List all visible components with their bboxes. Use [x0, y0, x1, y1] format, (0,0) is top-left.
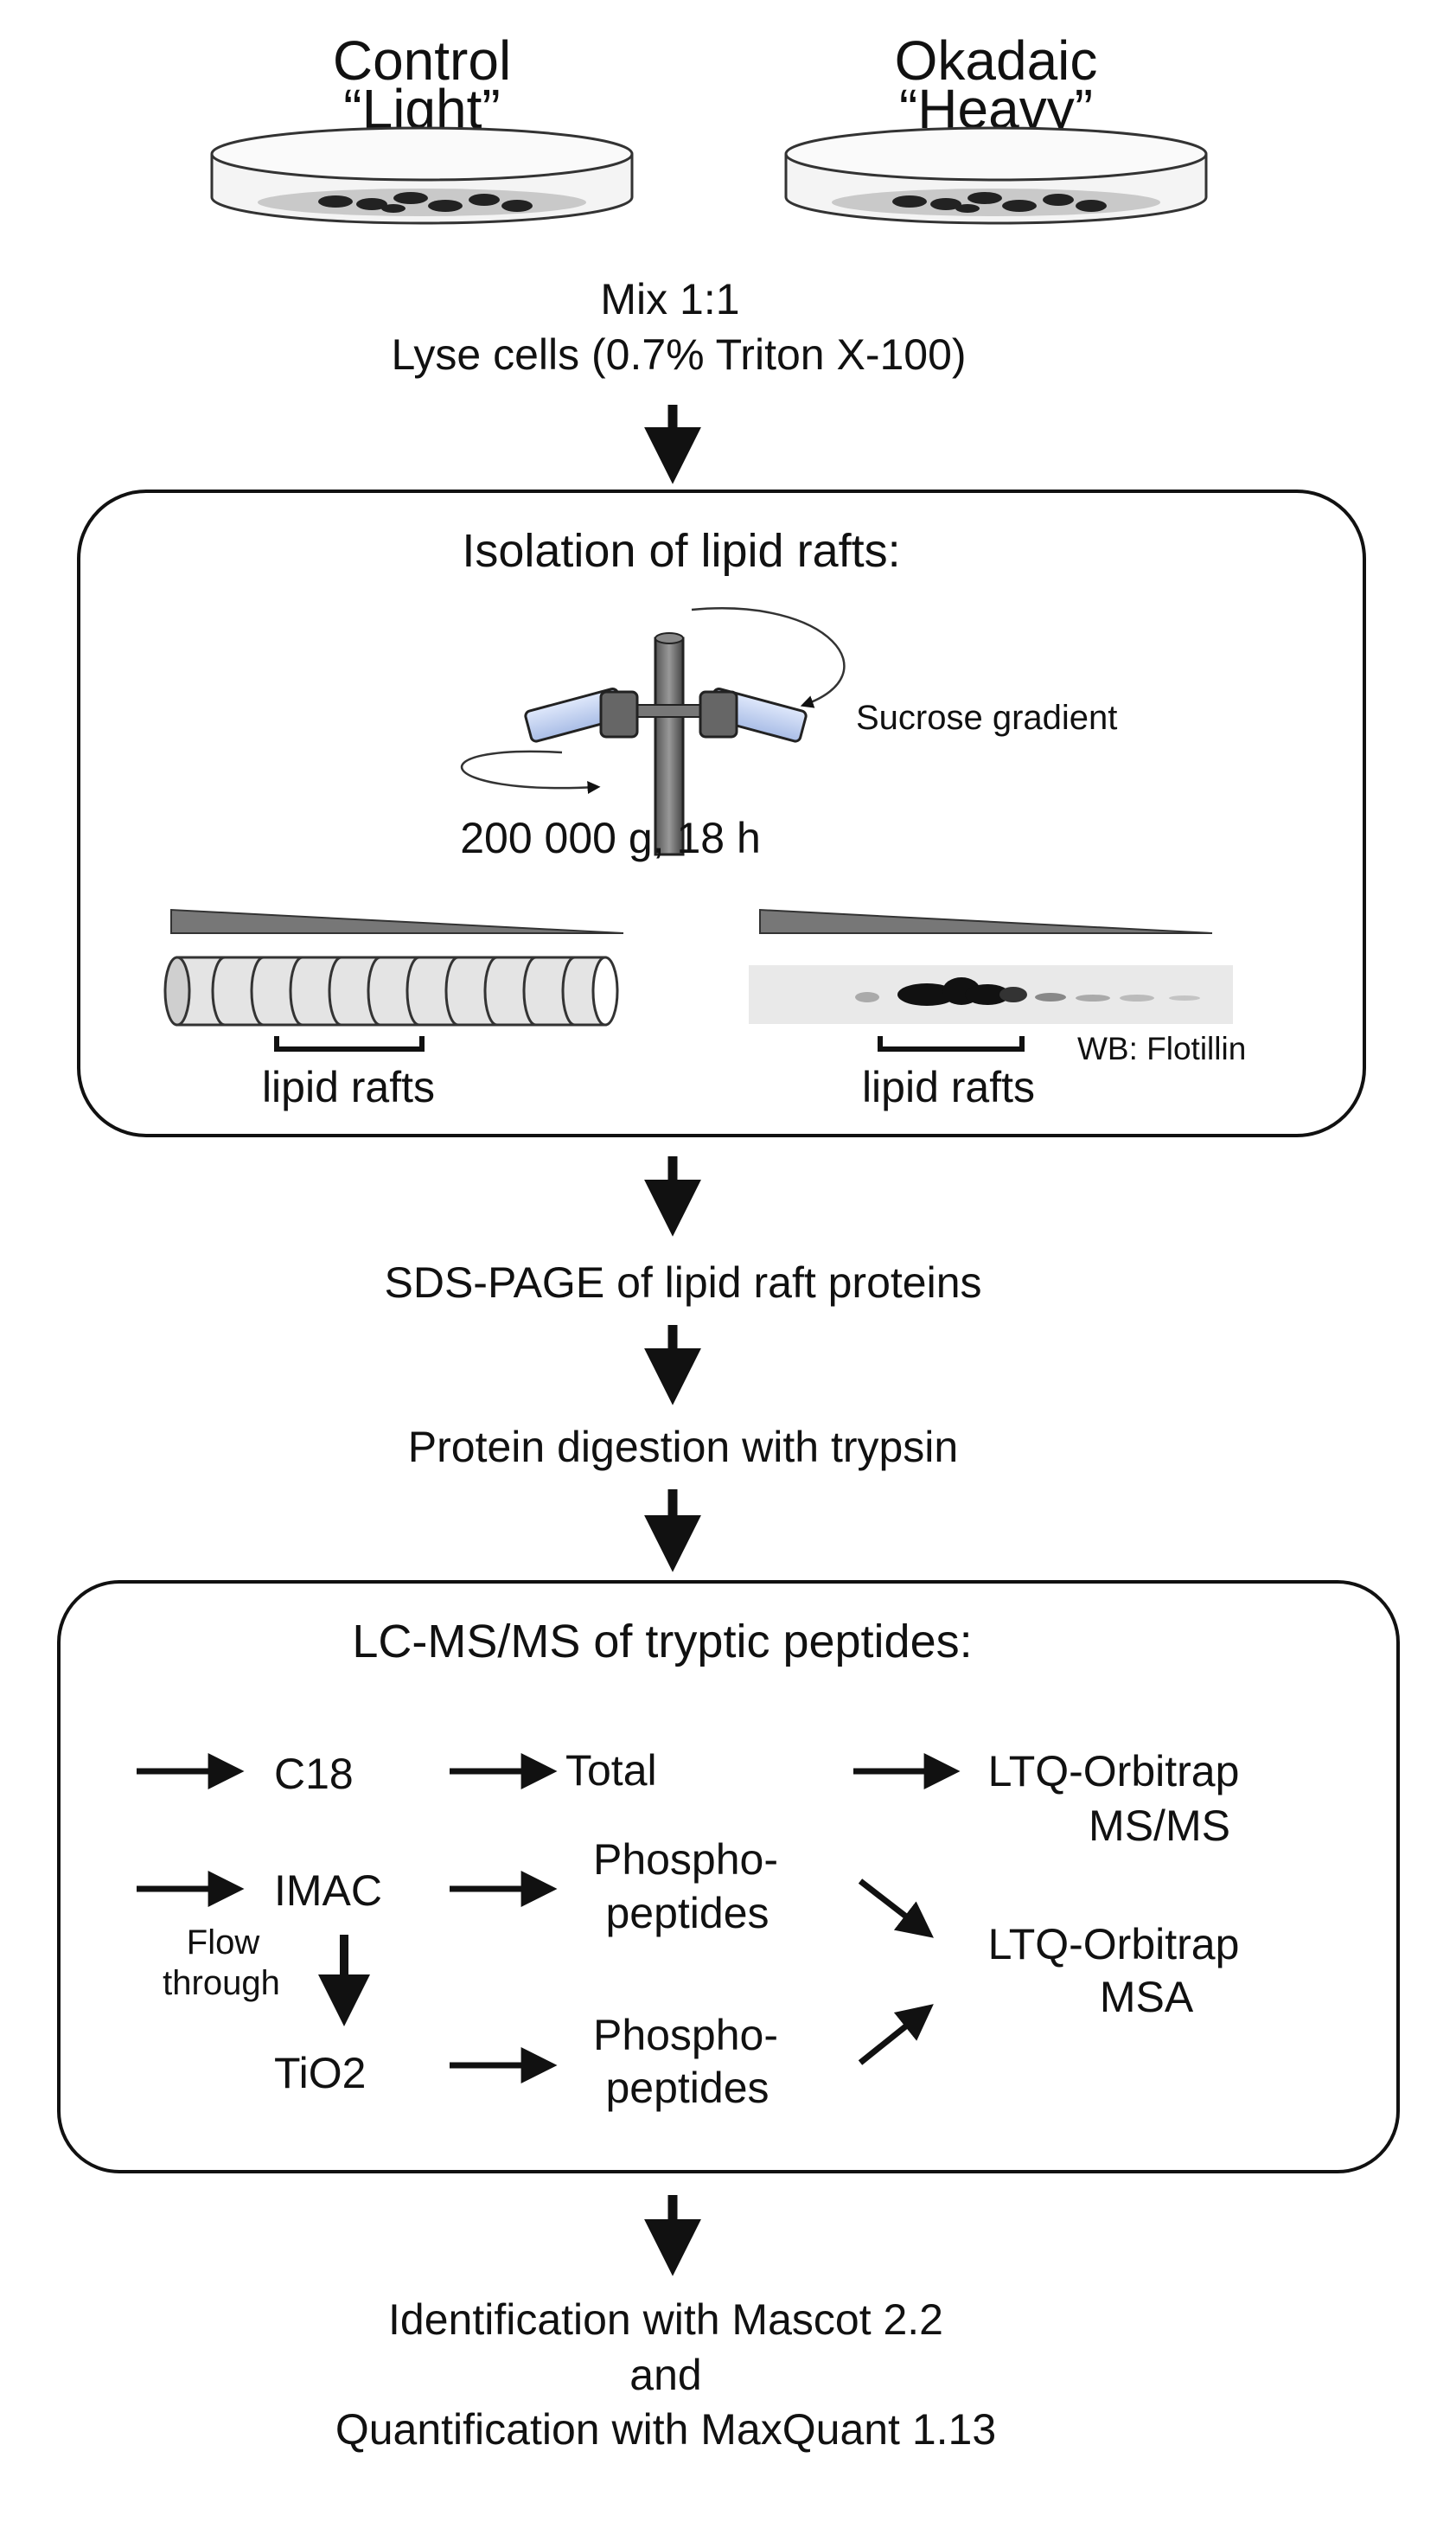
- quantification-maxquant-text: Quantification with MaxQuant 1.13: [335, 2405, 996, 2454]
- total-peptides-label: Total: [565, 1746, 657, 1795]
- sds-page-step: SDS-PAGE of lipid raft proteins: [384, 1258, 981, 1307]
- lyse-cells-text: Lyse cells (0.7% Triton X-100): [391, 330, 966, 379]
- imac-enrichment-label: IMAC: [274, 1866, 382, 1915]
- control-title: Control: [333, 29, 511, 92]
- diagonal-arrow-icon: [858, 2004, 934, 2065]
- petri-dish-icon: [210, 126, 634, 225]
- okadaic-title: Okadaic: [895, 29, 1098, 92]
- centrifuge-rotor-icon: [460, 607, 846, 856]
- mix-ratio-text: Mix 1:1: [600, 275, 739, 323]
- lipid-raft-bracket: [878, 1036, 1025, 1052]
- c18-column-label: C18: [274, 1750, 354, 1798]
- imac-phospho-line2: peptides: [605, 1889, 769, 1937]
- petri-dish-icon: [784, 126, 1208, 225]
- lc-msms-panel: [57, 1580, 1400, 2173]
- lc-msms-heading: LC-MS/MS of tryptic peptides:: [352, 1616, 972, 1667]
- and-text: and: [629, 2351, 701, 2399]
- tube-lipid-rafts-label: lipid rafts: [262, 1063, 435, 1111]
- okadaic-dish-group: Okadaic “Heavy”: [784, 29, 1208, 225]
- tio2-phospho-line2: peptides: [605, 2064, 769, 2112]
- lipid-raft-heading: Isolation of lipid rafts:: [462, 525, 900, 577]
- western-blot-image: [749, 965, 1233, 1024]
- sucrose-gradient-label: Sucrose gradient: [856, 699, 1117, 737]
- diagonal-arrow-icon: [858, 1878, 934, 1938]
- western-blot-caption: WB: Flotillin: [1077, 1031, 1246, 1066]
- orbitrap-msa-line2: MSA: [1100, 1973, 1194, 2021]
- centrifugation-conditions: 200 000 g, 18 h: [460, 814, 761, 862]
- control-dish-group: Control “Light”: [210, 29, 634, 225]
- gradient-wedge-icon: [170, 908, 624, 934]
- trypsin-digestion-step: Protein digestion with trypsin: [408, 1423, 958, 1471]
- flow-through-line1: Flow: [187, 1923, 260, 1962]
- lipid-raft-bracket: [274, 1036, 425, 1052]
- gradient-tube-icon: [163, 956, 619, 1027]
- blot-lipid-rafts-label: lipid rafts: [862, 1063, 1035, 1111]
- orbitrap-msms-line2: MS/MS: [1089, 1802, 1230, 1850]
- orbitrap-msms-line1: LTQ-Orbitrap: [988, 1747, 1240, 1795]
- orbitrap-msa-line1: LTQ-Orbitrap: [988, 1920, 1240, 1968]
- flow-through-line2: through: [163, 1964, 280, 2002]
- gradient-wedge-icon: [759, 908, 1213, 934]
- tio2-phospho-line1: Phospho-: [593, 2011, 778, 2059]
- imac-phospho-line1: Phospho-: [593, 1835, 778, 1884]
- identification-mascot-text: Identification with Mascot 2.2: [388, 2295, 943, 2344]
- tio2-enrichment-label: TiO2: [274, 2049, 367, 2097]
